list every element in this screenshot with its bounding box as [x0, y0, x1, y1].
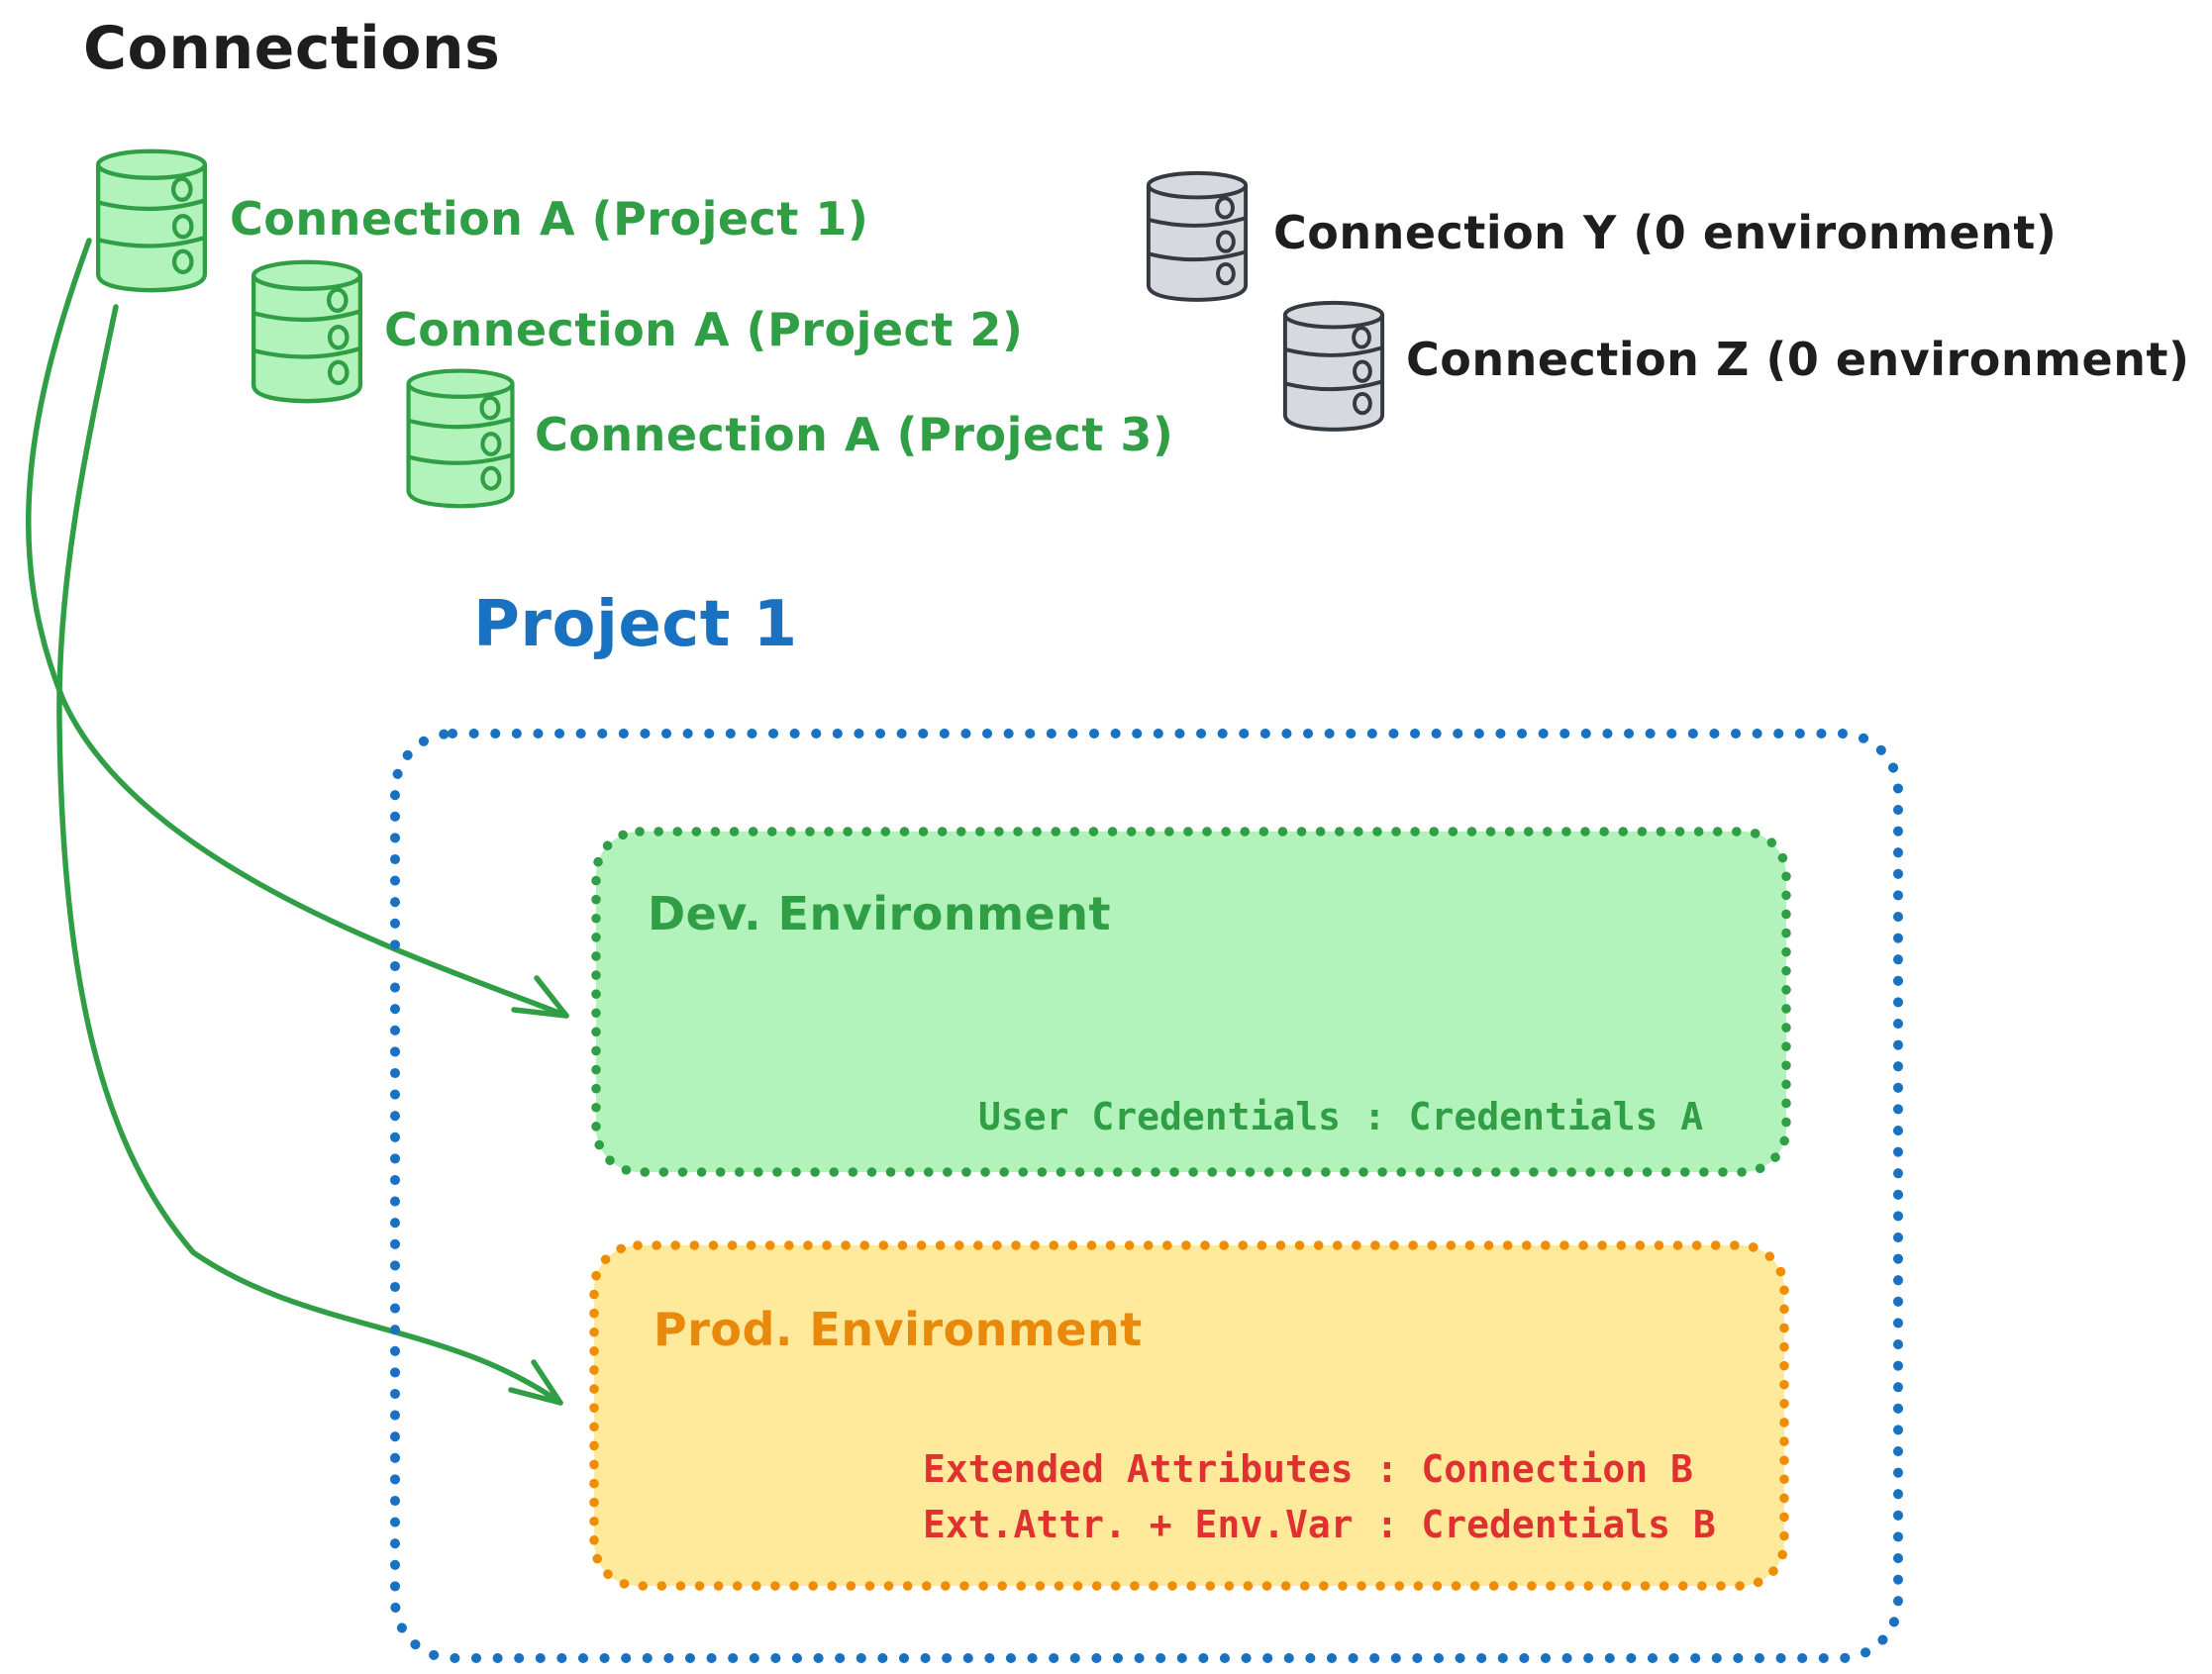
- prod-environment-credentials: Extended Attributes : Connection B Ext.A…: [923, 1441, 1716, 1552]
- dev-environment-credentials-line: User Credentials : Credentials A: [978, 1095, 1704, 1138]
- database-icon-connection-a-project-3: [408, 370, 513, 507]
- database-icon-connection-a-project-1: [98, 150, 205, 291]
- database-icon-connection-a-project-2: [253, 261, 360, 402]
- project-1-boundary: [390, 729, 1903, 1663]
- arrow-to-dev-environment-head: [511, 975, 569, 1019]
- project-1-title: Project 1: [473, 588, 798, 661]
- arrow-to-dev-environment: [26, 238, 569, 1019]
- connection-y-label: Connection Y (0 environment): [1273, 206, 2058, 259]
- arrow-to-prod-environment-head: [508, 1359, 563, 1406]
- dev-environment-box: [591, 827, 1791, 1177]
- prod-environment-env-var-line: Ext.Attr. + Env.Var : Credentials B: [923, 1503, 1716, 1546]
- connection-a-project-1-label: Connection A (Project 1): [230, 192, 869, 246]
- database-icon-connection-z: [1284, 302, 1383, 430]
- connection-a-project-2-label: Connection A (Project 2): [384, 303, 1024, 356]
- dev-environment-title: Dev. Environment: [648, 887, 1111, 940]
- diagram-title: Connections: [83, 14, 501, 83]
- prod-environment-title: Prod. Environment: [654, 1303, 1143, 1356]
- connection-z-label: Connection Z (0 environment): [1406, 333, 2190, 386]
- connection-a-project-3-label: Connection A (Project 3): [535, 408, 1174, 461]
- arrow-to-prod-environment: [56, 304, 563, 1406]
- prod-environment-attributes-line: Extended Attributes : Connection B: [923, 1447, 1693, 1491]
- database-icon-connection-y: [1148, 172, 1247, 300]
- prod-environment-box: [589, 1240, 1789, 1591]
